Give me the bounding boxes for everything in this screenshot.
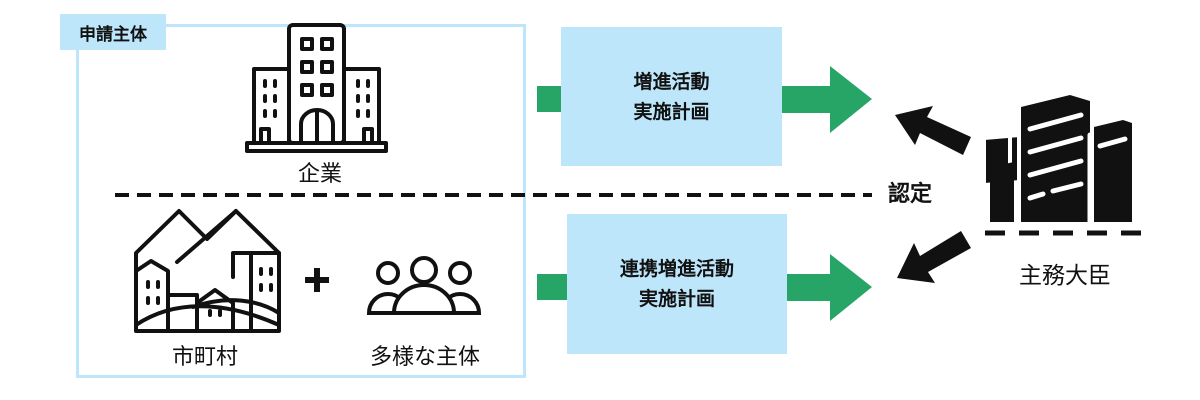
approval-label: 認定	[888, 182, 933, 207]
arrow-right-bottom-icon	[787, 254, 872, 321]
plan-bottom-line1: 連携増進活動	[619, 258, 734, 280]
office-buildings-icon	[245, 23, 388, 153]
municipality-label: 市町村	[171, 345, 238, 370]
plan-top-line1: 増進活動	[633, 70, 710, 93]
plan-box-collaborative: 連携増進活動 実施計画	[567, 214, 787, 354]
arrow-stub-bottom	[537, 274, 567, 300]
plan-top-line2: 実施計画	[633, 100, 710, 123]
plan-box-promotion: 増進活動 実施計画	[561, 27, 782, 166]
government-building-icon	[985, 95, 1145, 236]
minister-label: 主務大臣	[1019, 263, 1111, 289]
arrow-right-top-icon	[782, 66, 872, 133]
arrow-stub-top	[537, 86, 562, 112]
approval-arrow-down-icon	[897, 231, 971, 283]
plus-icon	[305, 268, 329, 292]
company-label: 企業	[297, 162, 342, 187]
applicant-tag: 申請主体	[60, 14, 166, 50]
approval-arrow-up-icon	[895, 106, 971, 155]
diverse-entities-label: 多様な主体	[369, 345, 480, 370]
plan-bottom-line2: 実施計画	[638, 288, 715, 310]
town-mountains-icon	[134, 209, 281, 333]
people-group-icon	[366, 256, 482, 315]
